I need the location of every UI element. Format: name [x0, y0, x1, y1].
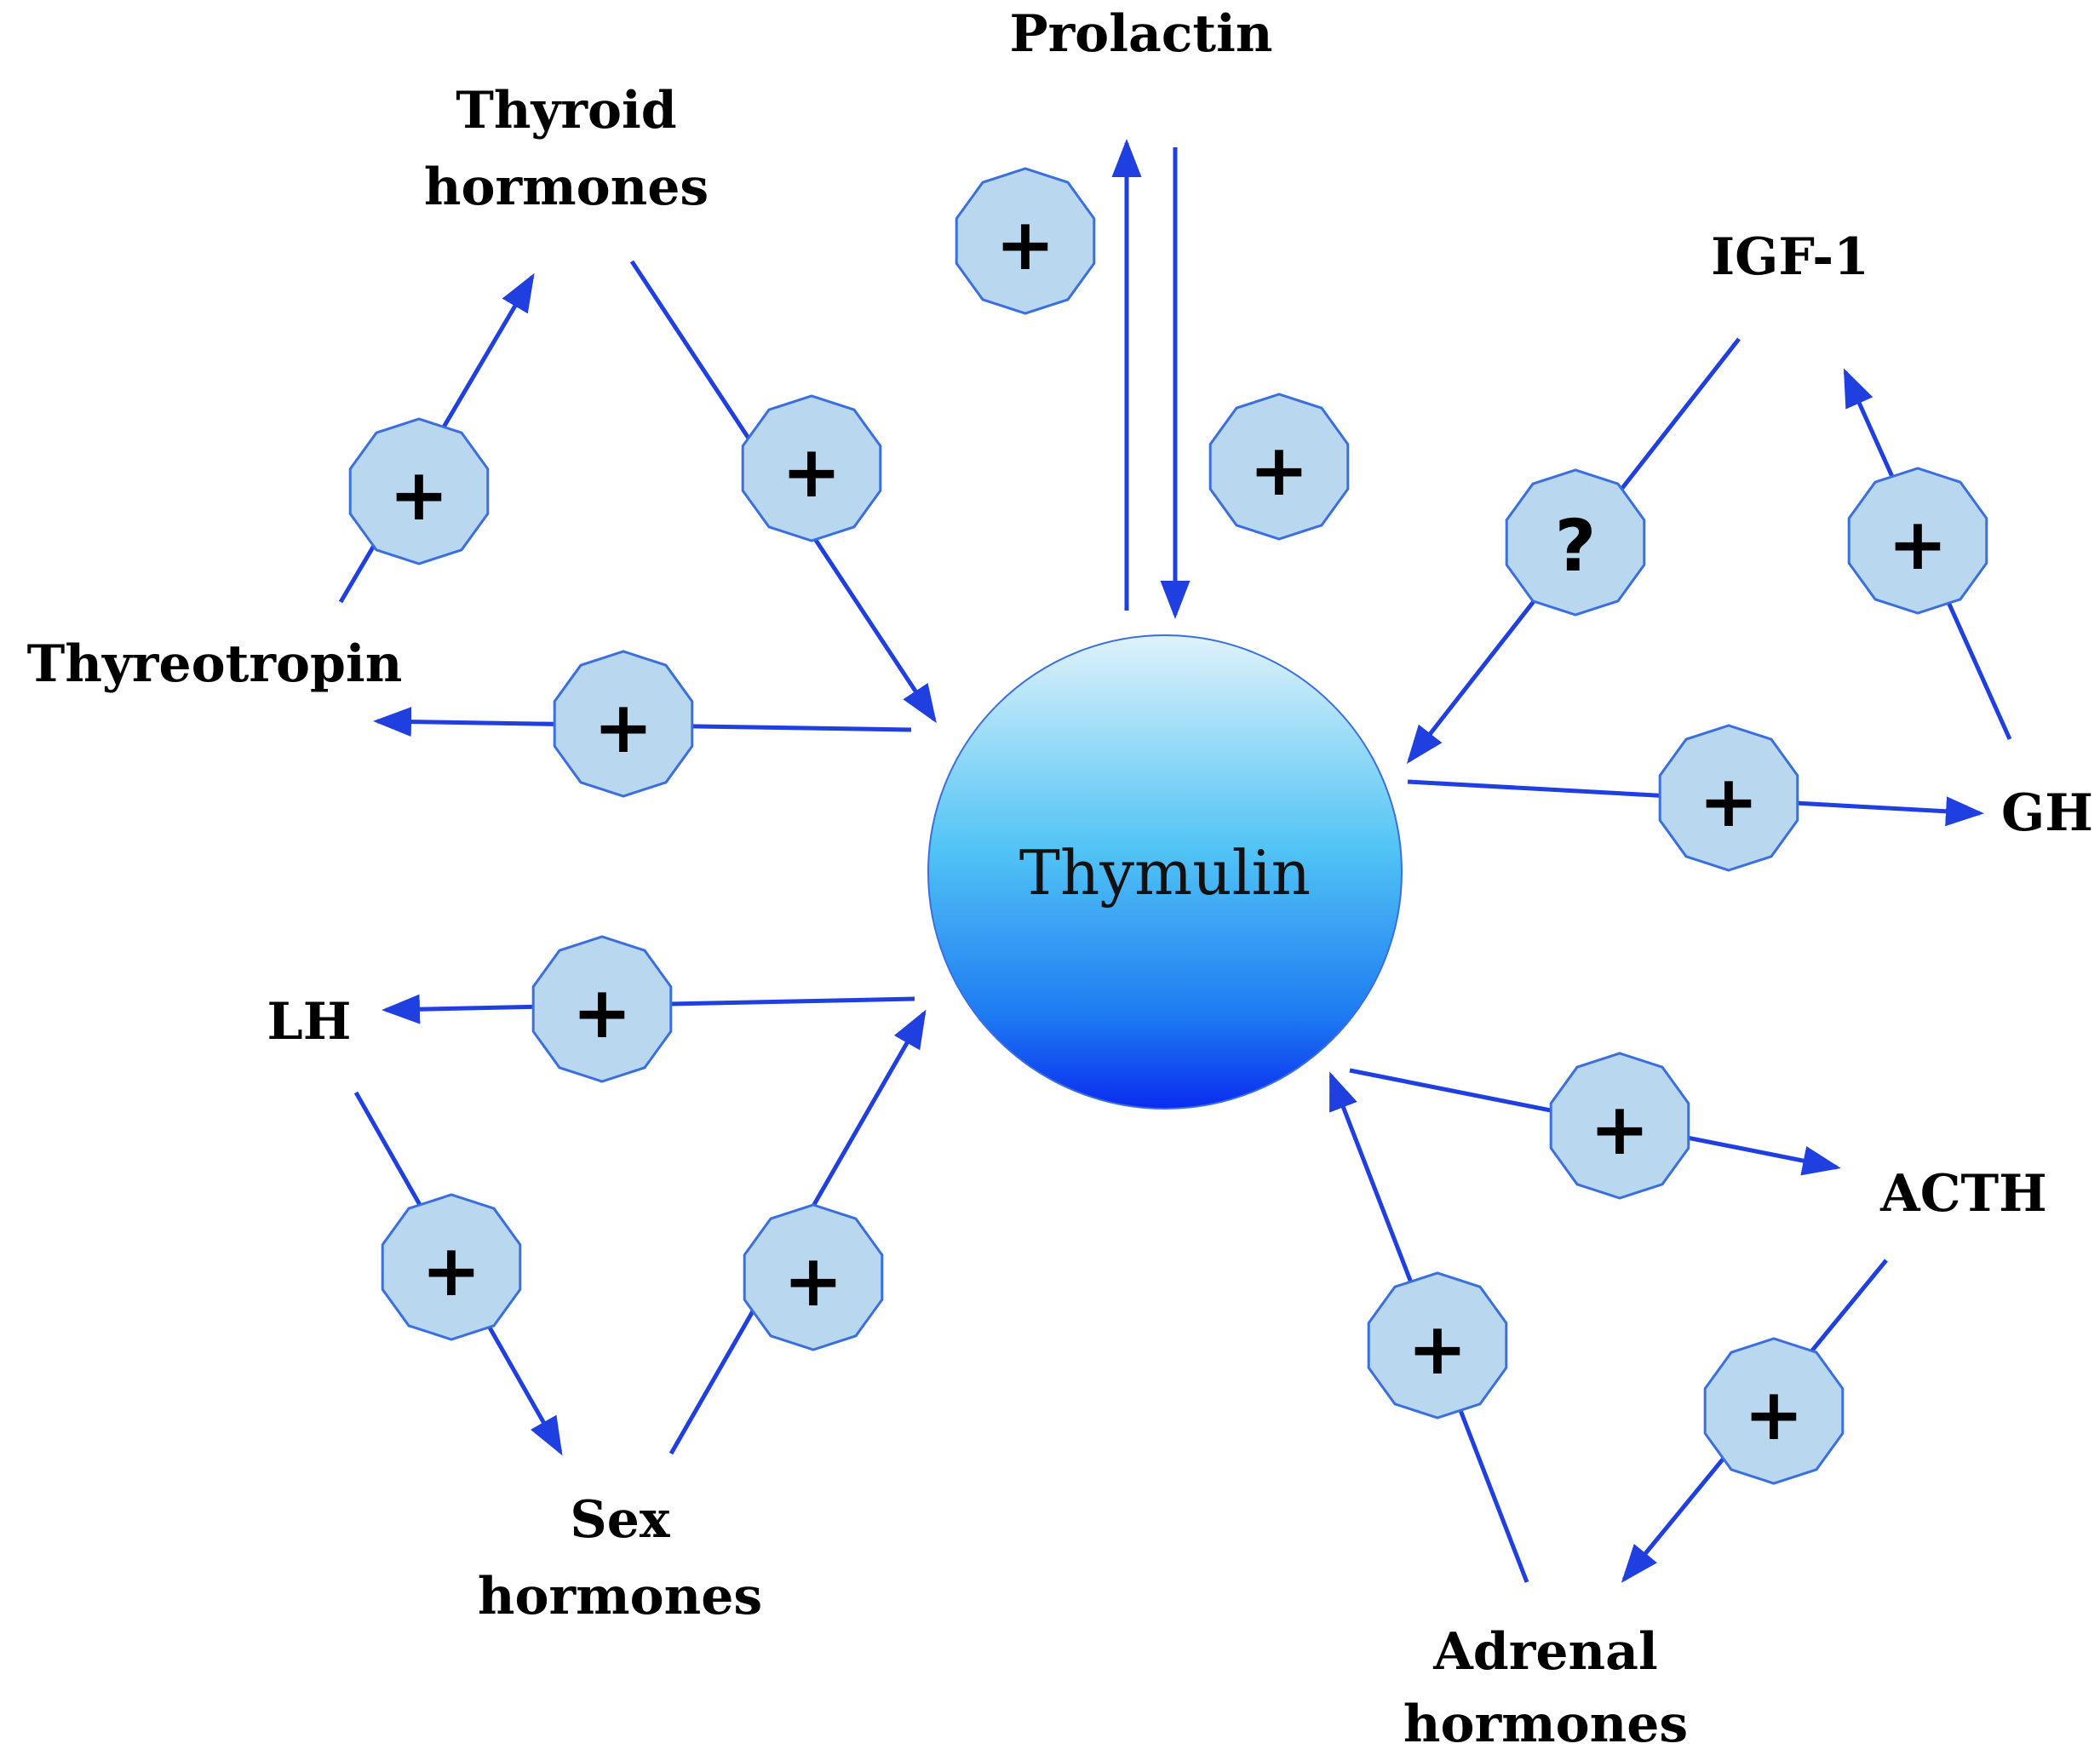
- label-acth: ACTH: [1879, 1164, 2047, 1224]
- badge-lh-to-sex-hormones-symbol: +: [422, 1229, 481, 1312]
- badge-adrenal-to-thymulin-decagon: [1367, 1271, 1508, 1419]
- label-adrenal-line1: Adrenal: [1432, 1622, 1658, 1682]
- badge-gh-to-igf1-decagon: [1847, 467, 1988, 615]
- thymulin-sphere: [927, 634, 1403, 1110]
- badge-acth-to-adrenal-decagon: [1703, 1337, 1845, 1485]
- badge-adrenal-to-thymulin-symbol: +: [1408, 1307, 1467, 1391]
- badge-thyroid-to-thymulin: +: [741, 394, 882, 542]
- badges: + + + + + ? + + + + + + + +: [348, 167, 1988, 1485]
- badge-thymulin-to-lh-symbol: +: [572, 971, 632, 1054]
- badge-lh-to-sex-hormones: +: [381, 1193, 522, 1341]
- badge-gh-to-igf1-symbol: +: [1888, 502, 1948, 586]
- badge-adrenal-to-thymulin: +: [1367, 1271, 1508, 1419]
- badge-thyreotropin-to-thyroid-decagon: [348, 417, 490, 565]
- label-gh: GH: [2001, 783, 2093, 843]
- badge-thyroid-to-thymulin-symbol: +: [782, 430, 841, 513]
- badge-thymulin-to-acth-decagon: [1549, 1052, 1690, 1200]
- badge-thyroid-to-thymulin-decagon: [741, 394, 882, 542]
- badge-igf1-to-thymulin-decagon: [1505, 468, 1646, 617]
- badge-prolactin-out: +: [955, 167, 1096, 315]
- badge-igf1-to-thymulin-symbol: ?: [1555, 504, 1597, 588]
- badge-thymulin-to-gh-symbol: +: [1699, 760, 1759, 843]
- badge-lh-to-sex-hormones-decagon: [381, 1193, 522, 1341]
- badge-thymulin-to-gh: +: [1658, 724, 1799, 872]
- node-labels: Prolactin Thyroid hormones IGF-1 Thyreot…: [27, 4, 2093, 1754]
- badge-sex-hormones-to-thymulin-symbol: +: [783, 1239, 843, 1322]
- label-prolactin: Prolactin: [1009, 4, 1272, 64]
- label-thyroid-line2: hormones: [424, 158, 709, 217]
- label-sex-line1: Sex: [570, 1490, 671, 1550]
- label-thyroid-line1: Thyroid: [456, 81, 677, 141]
- badge-thymulin-to-lh: +: [531, 935, 673, 1083]
- badge-thyreotropin-to-thyroid: +: [348, 417, 490, 565]
- label-adrenal-line2: hormones: [1403, 1695, 1688, 1754]
- badge-thymulin-to-acth: +: [1549, 1052, 1690, 1200]
- badge-igf1-to-thymulin: ?: [1505, 468, 1646, 617]
- label-lh: LH: [267, 992, 352, 1052]
- badge-prolactin-out-symbol: +: [995, 203, 1055, 286]
- badge-prolactin-in-decagon: [1208, 393, 1350, 541]
- badge-thymulin-to-acth-symbol: +: [1590, 1087, 1650, 1171]
- label-sex-line2: hormones: [478, 1567, 762, 1626]
- badge-prolactin-in-symbol: +: [1249, 428, 1309, 512]
- label-thyreotropin: Thyreotropin: [27, 634, 403, 694]
- thymulin-label: Thymulin: [1019, 837, 1311, 909]
- label-igf1: IGF-1: [1711, 227, 1869, 287]
- badge-thymulin-to-thyreotropin-symbol: +: [594, 685, 653, 769]
- badge-prolactin-out-decagon: [955, 167, 1096, 315]
- badge-acth-to-adrenal: +: [1703, 1337, 1845, 1485]
- badge-thymulin-to-gh-decagon: [1658, 724, 1799, 872]
- badge-sex-hormones-to-thymulin-decagon: [743, 1203, 884, 1351]
- badge-thymulin-to-thyreotropin: +: [553, 650, 694, 798]
- badge-thyreotropin-to-thyroid-symbol: +: [389, 453, 449, 536]
- badge-gh-to-igf1: +: [1847, 467, 1988, 615]
- badge-prolactin-in: +: [1208, 393, 1350, 541]
- badge-thymulin-to-thyreotropin-decagon: [553, 650, 694, 798]
- thymulin-node: Thymulin: [927, 634, 1403, 1110]
- badge-acth-to-adrenal-symbol: +: [1744, 1373, 1804, 1456]
- badge-sex-hormones-to-thymulin: +: [743, 1203, 884, 1351]
- badge-thymulin-to-lh-decagon: [531, 935, 673, 1083]
